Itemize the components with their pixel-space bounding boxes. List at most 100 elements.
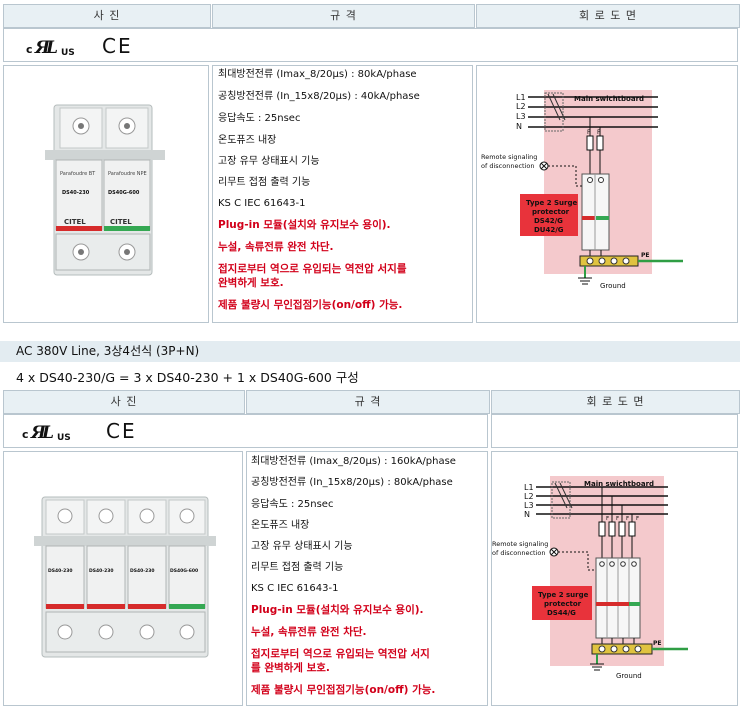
feature-item: 누설, 속류전류 완전 차단. bbox=[218, 241, 334, 253]
feature-item: Plug-in 모듈(설치와 유지보수 용이). bbox=[218, 219, 391, 231]
model-b-label: DS40G-600 bbox=[108, 190, 140, 196]
diagram-cell bbox=[476, 65, 738, 323]
protector-label: protector bbox=[544, 600, 582, 608]
line-label: L2 bbox=[524, 492, 534, 501]
feature-item: 제품 불량시 무인접점기능(on/off) 가능. bbox=[251, 684, 436, 696]
fuse-label: F bbox=[616, 516, 619, 522]
photo-cell bbox=[3, 65, 209, 323]
model-a-label: DS40-230 bbox=[62, 190, 90, 196]
circuit-diagram-2: Main swichtboard L1 L2 L3 N F F F F Remo… bbox=[492, 476, 688, 680]
feature-item: 접지로부터 역으로 유입되는 역전압 서지를 bbox=[218, 263, 407, 275]
feature-item: 누설, 속류전류 완전 차단. bbox=[251, 626, 367, 638]
fuse-label: F bbox=[606, 516, 609, 522]
photo-cell bbox=[3, 451, 243, 706]
ul-logo: c Я L US bbox=[26, 36, 92, 62]
spec-item: 리무트 접점 출력 기능 bbox=[251, 562, 344, 573]
pe-label: PE bbox=[641, 252, 650, 259]
feature-item: Plug-in 모듈(설치와 유지보수 용이). bbox=[251, 604, 424, 616]
spec-list-2: 최대방전전류 (Imax_8/20μs) : 160kA/phase 공칭방전전… bbox=[251, 457, 486, 702]
feature-item: 완벽하게 보호. bbox=[218, 277, 284, 289]
svg-text:L: L bbox=[41, 423, 54, 443]
ul-logo-us: US bbox=[57, 433, 71, 443]
svg-text:Parafoudre NPE: Parafoudre NPE bbox=[108, 171, 147, 177]
protector-label: Type 2 Surge bbox=[526, 199, 577, 207]
spec-item: 공칭방전전류 (In_15x8/20μs) : 40kA/phase bbox=[218, 91, 420, 102]
spec-list-1: 최대방전전류 (Imax_8/20μs) : 80kA/phase 공칭방전전류… bbox=[218, 70, 468, 320]
config-line: 4 x DS40-230/G = 3 x DS40-230 + 1 x DS40… bbox=[16, 370, 359, 385]
spec-item: KS C IEC 61643-1 bbox=[218, 198, 306, 209]
svg-text:Я: Я bbox=[30, 423, 47, 443]
spec-item: 응답속도 : 25nsec bbox=[218, 113, 301, 124]
product-photo-4pole: DS40-230 DS40-230 DS40-230 DS40G-600 bbox=[34, 496, 216, 658]
spec-item: KS C IEC 61643-1 bbox=[251, 583, 339, 594]
pe-label: PE bbox=[653, 640, 662, 647]
remote-label: Remote signaling bbox=[492, 540, 548, 548]
spec-item: 온도퓨즈 내장 bbox=[251, 520, 310, 531]
line-label: L3 bbox=[516, 112, 526, 121]
feature-item: 제품 불량시 무인접점기능(on/off) 가능. bbox=[218, 299, 403, 311]
fuse-label: F bbox=[597, 129, 601, 136]
spec-item: 최대방전전류 (Imax_8/20μs) : 160kA/phase bbox=[251, 456, 456, 467]
model-a-label: DS40-230 bbox=[48, 568, 73, 574]
protector-label: DU42/G bbox=[534, 226, 564, 234]
svg-text:L: L bbox=[45, 38, 58, 58]
remote-label: Remote signaling bbox=[481, 153, 537, 161]
line-label: L3 bbox=[524, 501, 534, 510]
remote-label: of disconnection bbox=[481, 162, 534, 170]
protector-label: protector bbox=[532, 208, 570, 216]
fuse-label: F bbox=[587, 129, 591, 136]
ce-logo: CE bbox=[106, 419, 137, 443]
model-a-label: DS40-230 bbox=[89, 568, 114, 574]
cert-row bbox=[3, 28, 738, 62]
diagram-cell bbox=[491, 451, 738, 706]
product-photo-2pole: Parafoudre BT Parafoudre NPE DS40-230 DS… bbox=[45, 104, 165, 276]
feature-item: 를 완벽하게 보호. bbox=[251, 662, 330, 674]
model-a-label: DS40-230 bbox=[130, 568, 155, 574]
ul-logo-us: US bbox=[61, 48, 75, 58]
spec-item: 온도퓨즈 내장 bbox=[218, 135, 277, 146]
protector-label: Type 2 surge bbox=[538, 591, 589, 599]
remote-label: of disconnection bbox=[492, 549, 545, 557]
header-photo: 사 진 bbox=[3, 4, 211, 28]
model-b-label: DS40G-600 bbox=[170, 568, 198, 574]
line-label: L1 bbox=[516, 93, 526, 102]
ground-label: Ground bbox=[616, 672, 642, 680]
feature-item: 접지로부터 역으로 유입되는 역전압 서지 bbox=[251, 648, 430, 660]
section-banner: AC 380V Line, 3상4선식 (3P+N) bbox=[0, 341, 740, 362]
line-label: L2 bbox=[516, 102, 526, 111]
spec-item: 고장 유무 상태표시 기능 bbox=[251, 541, 353, 552]
brand-label-a: CITEL bbox=[64, 218, 86, 226]
spec-item: 공칭방전전류 (In_15x8/20μs) : 80kA/phase bbox=[251, 477, 453, 488]
spec-item: 리무트 접점 출력 기능 bbox=[218, 177, 311, 188]
spec-cell bbox=[246, 451, 488, 706]
header-photo: 사 진 bbox=[3, 390, 245, 414]
spec-item: 응답속도 : 25nsec bbox=[251, 499, 334, 510]
circuit-diagram-1: Main swichtboard L1 L2 L3 N F F Remote s… bbox=[481, 90, 683, 290]
spec-cell bbox=[212, 65, 473, 323]
board-label: Main swichtboard bbox=[574, 95, 644, 103]
fuse-label: F bbox=[636, 516, 639, 522]
spec-item: 고장 유무 상태표시 기능 bbox=[218, 156, 320, 167]
line-label: N bbox=[524, 510, 530, 519]
svg-text:Parafoudre BT: Parafoudre BT bbox=[60, 171, 96, 177]
brand-label-b: CITEL bbox=[110, 218, 132, 226]
header-diagram: 회 로 도 면 bbox=[491, 390, 740, 414]
spec-item: 최대방전전류 (Imax_8/20μs) : 80kA/phase bbox=[218, 69, 417, 80]
ground-label: Ground bbox=[600, 282, 626, 290]
cert-row-right bbox=[491, 414, 738, 448]
board-label: Main swichtboard bbox=[584, 480, 654, 488]
protector-label: DS44/G bbox=[547, 609, 576, 617]
ul-logo: c Я L US bbox=[22, 421, 92, 447]
ce-logo: CE bbox=[102, 34, 133, 58]
header-spec: 규 격 bbox=[246, 390, 490, 414]
svg-text:Я: Я bbox=[34, 38, 51, 58]
header-spec: 규 격 bbox=[212, 4, 475, 28]
ul-logo-c: c bbox=[26, 43, 33, 56]
cert-row bbox=[3, 414, 488, 448]
protector-label: DS42/G bbox=[534, 217, 563, 225]
ul-logo-c: c bbox=[22, 428, 29, 441]
line-label: N bbox=[516, 122, 522, 131]
fuse-label: F bbox=[626, 516, 629, 522]
line-label: L1 bbox=[524, 483, 534, 492]
header-diagram: 회 로 도 면 bbox=[476, 4, 740, 28]
